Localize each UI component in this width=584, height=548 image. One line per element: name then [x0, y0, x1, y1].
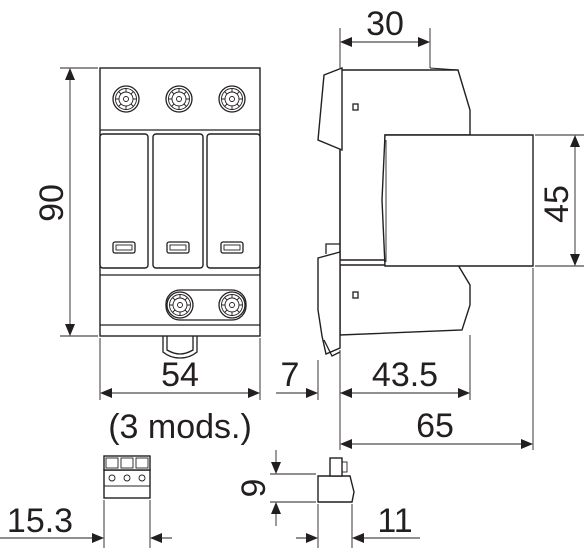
connector-side-view — [317, 457, 355, 503]
connector-height-label: 9 — [235, 479, 273, 498]
dimension-connector-height: 9 — [235, 450, 316, 526]
connector-front-body — [103, 469, 151, 499]
module-cartridge-3 — [206, 133, 261, 269]
side-top-terminal — [317, 66, 343, 152]
status-window-3 — [220, 241, 244, 254]
side-housing-lower — [339, 264, 471, 336]
side-top-width-label: 30 — [366, 5, 404, 43]
dimension-side-cap-height: 45 — [535, 134, 584, 267]
side-cartridge-cap — [381, 134, 534, 267]
side-cap-height-label: 45 — [538, 185, 576, 223]
module-cartridge-1 — [99, 133, 149, 269]
module-cartridge-2 — [152, 133, 204, 269]
connector-front-view — [103, 455, 151, 499]
connector-width-label: 15.3 — [7, 502, 73, 540]
status-window-2 — [166, 241, 190, 254]
dimension-connector-width: 15.3 — [0, 500, 172, 548]
dimension-side-depths: 7 43.5 65 — [276, 268, 534, 450]
bottom-terminal-block — [165, 289, 247, 321]
front-width-label: 54 — [161, 356, 199, 394]
dimension-front-width: 54 (3 mods.) — [99, 338, 261, 446]
side-din-clip — [317, 251, 341, 355]
status-window-1 — [112, 241, 136, 254]
connector-side-body — [317, 475, 355, 503]
dimension-side-top-width: 30 — [339, 5, 431, 68]
dimension-front-height: 90 — [33, 67, 98, 337]
dimension-connector-depth: 11 — [296, 502, 420, 548]
side-indicator-upper — [352, 103, 359, 111]
side-cap-depth-label: 43.5 — [372, 356, 438, 394]
connector-depth-label: 11 — [377, 502, 412, 540]
din-clip-hook — [162, 336, 198, 359]
side-left-offset-label: 7 — [281, 356, 300, 394]
front-height-label: 90 — [33, 184, 71, 222]
side-view — [317, 66, 534, 357]
front-view — [99, 67, 261, 359]
side-indicator-lower — [352, 291, 359, 299]
side-total-depth-label: 65 — [416, 407, 454, 445]
front-modules-label: (3 mods.) — [108, 408, 252, 446]
